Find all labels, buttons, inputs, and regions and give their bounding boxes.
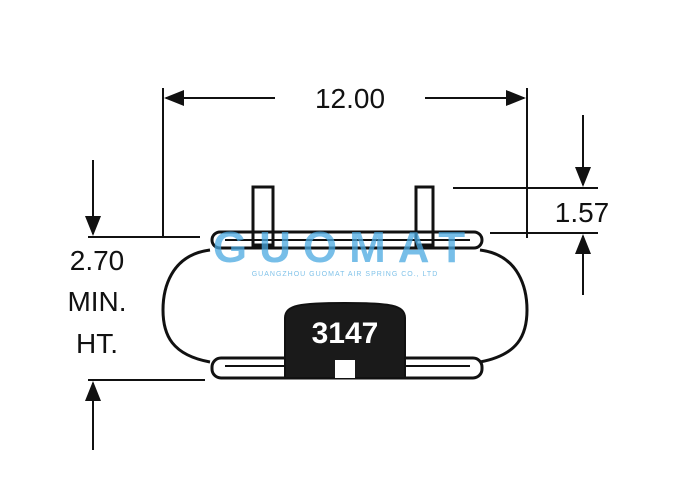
min-height-min-label: MIN. [67, 286, 126, 317]
bumper-block [284, 301, 406, 379]
part-number: 3147 [312, 317, 379, 350]
bellows [161, 185, 529, 380]
min-height-ht-label: HT. [76, 328, 118, 359]
stud-height-label: 1.57 [555, 197, 610, 228]
top-plate [210, 230, 484, 250]
watermark-company: GUANGZHOU GUOMAT AIR SPRING CO., LTD [252, 271, 439, 278]
width-label: 12.00 [315, 83, 385, 114]
watermark-brand: GUOMAT [213, 223, 477, 272]
min-height-value: 2.70 [70, 245, 125, 276]
